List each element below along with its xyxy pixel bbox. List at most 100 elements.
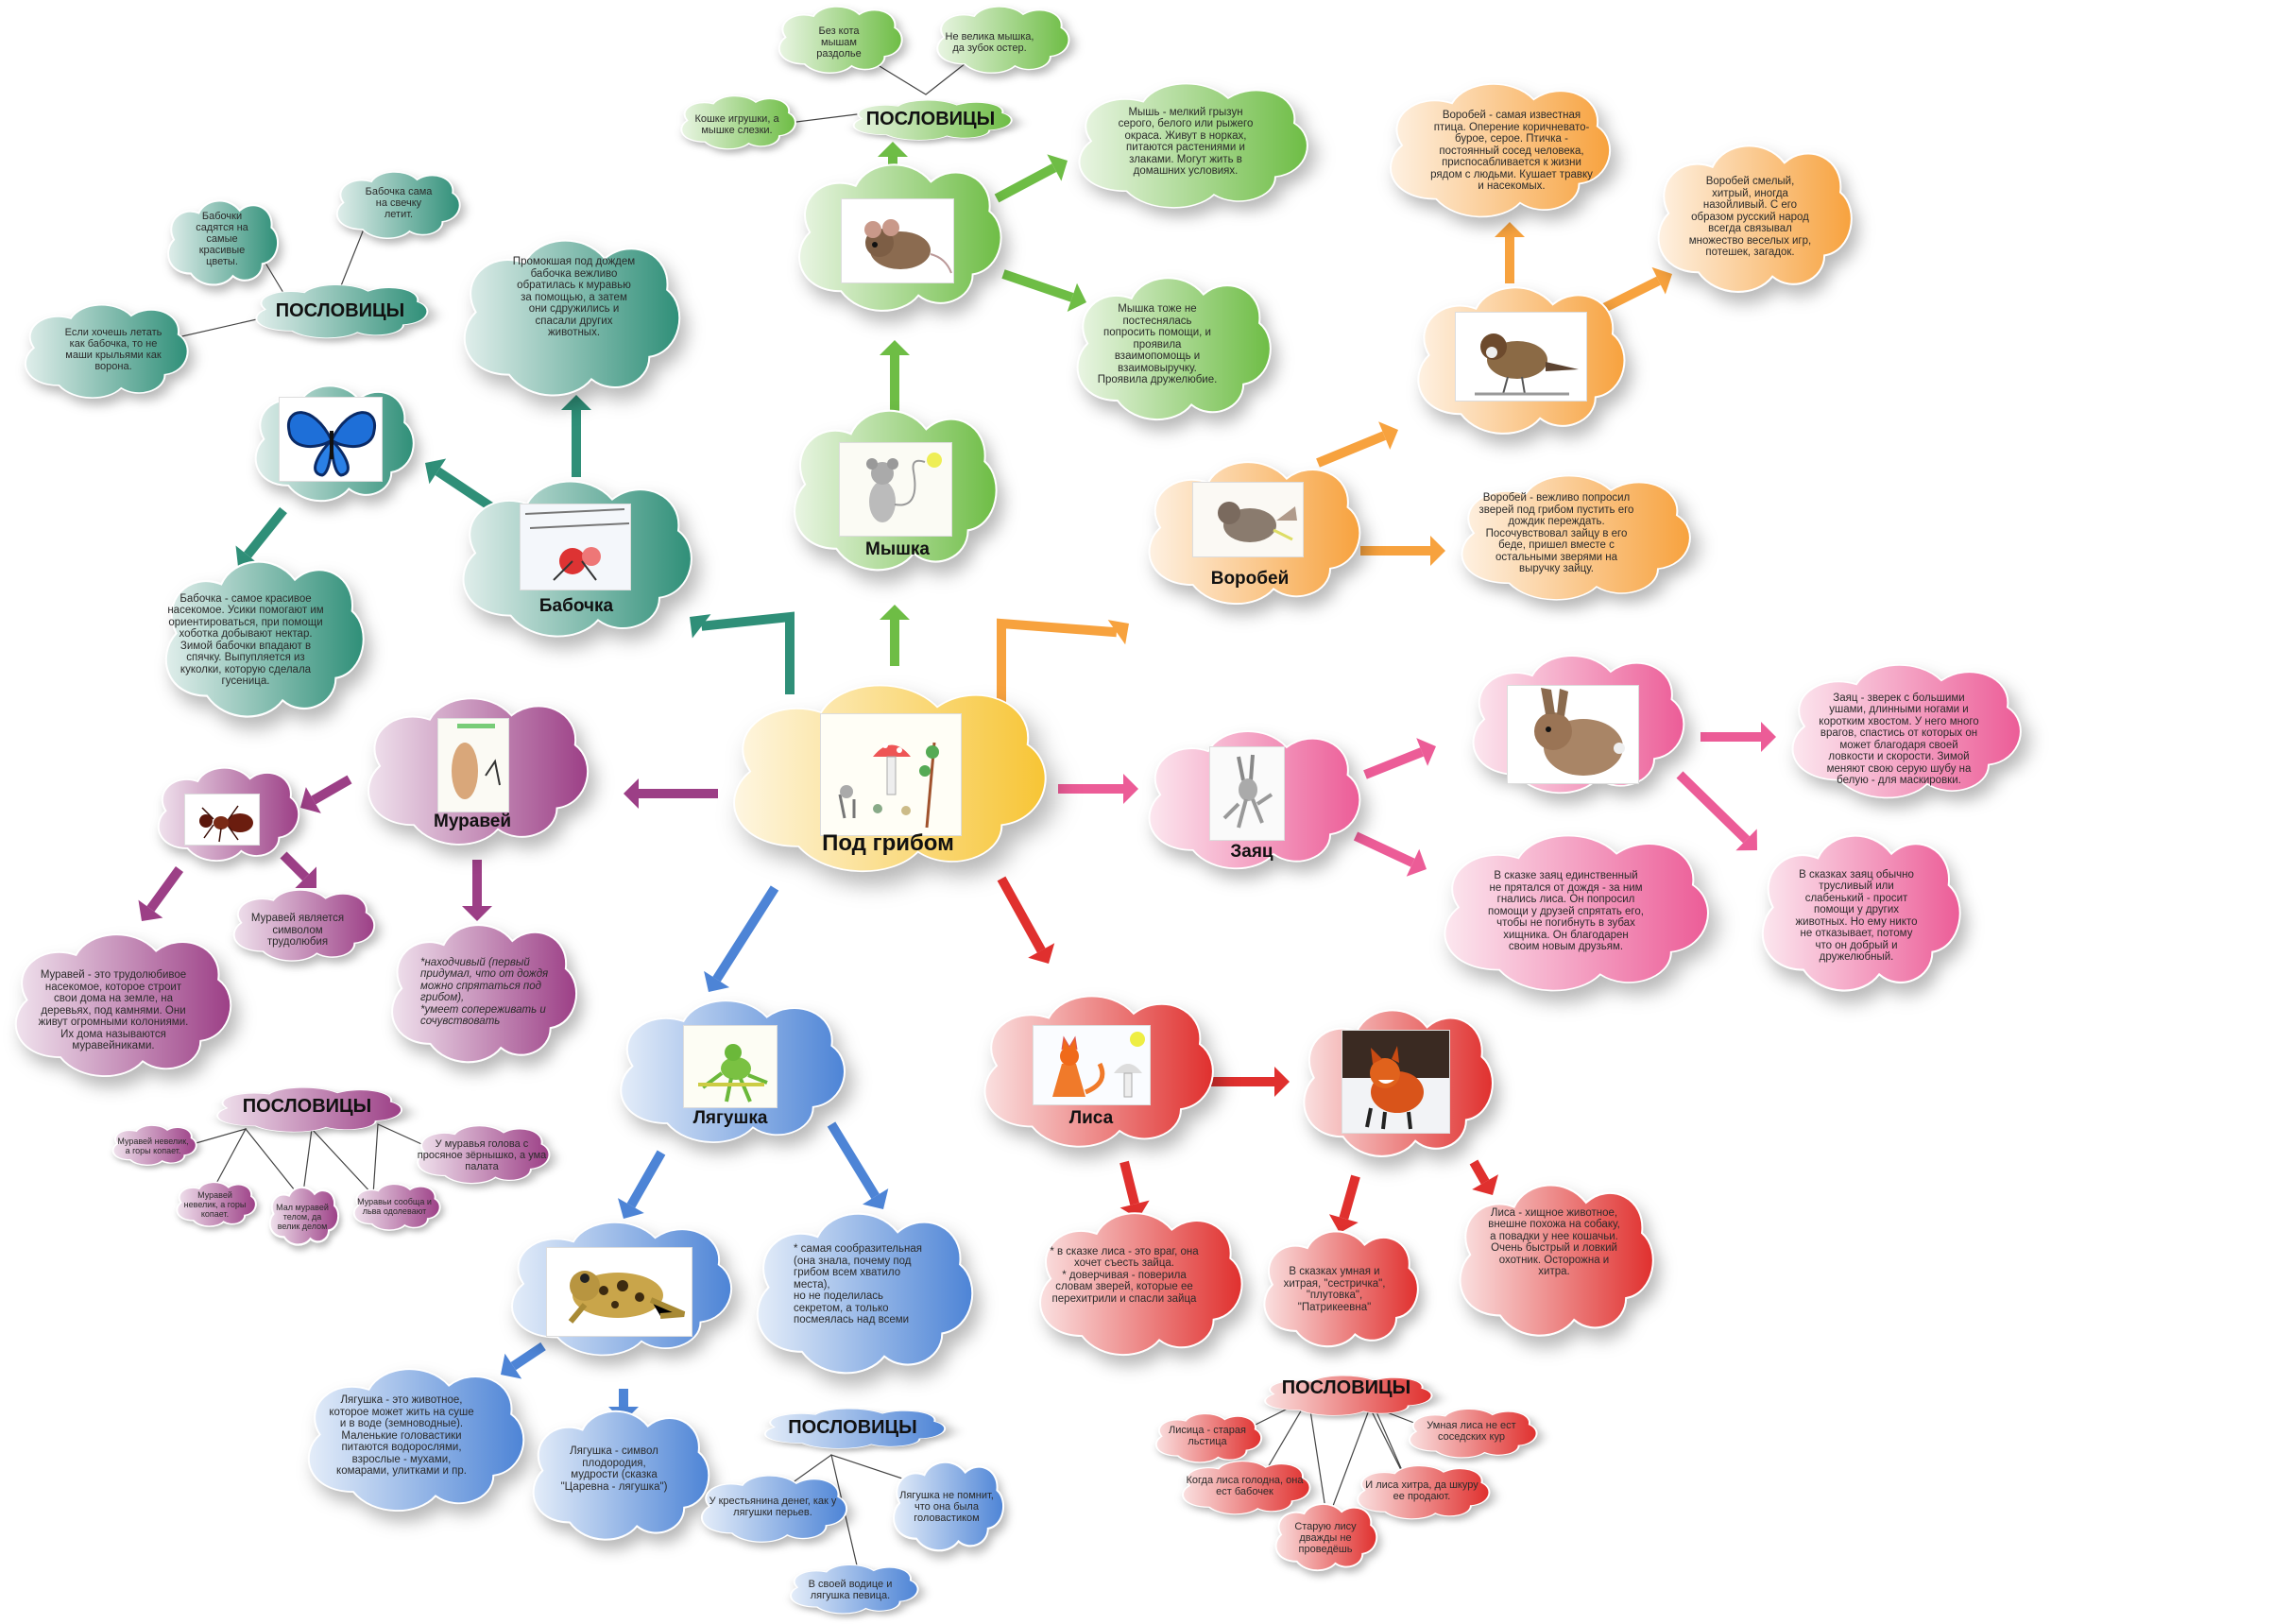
mouse-fact-1: Мышь - мелкий грызун серого, белого или …: [1118, 106, 1254, 178]
arrow-center-mouse: [880, 605, 910, 666]
butterfly-title[interactable]: Бабочка: [538, 596, 614, 617]
mouse-fact-2: Мышка тоже не постеснялась попросить пом…: [1097, 303, 1218, 386]
hare-drawing[interactable]: [1209, 746, 1285, 841]
butterfly-proverb-1: Бабочки садятся на самые красивые цветы.: [196, 210, 248, 267]
fox-proverb-2: Умная лиса не ест соседских кур: [1427, 1420, 1516, 1443]
arrow-mouse-fact2: [1001, 269, 1086, 312]
arrow-sparrow-photo: [1316, 421, 1398, 468]
sparrow-fact-2: Воробей смелый, хитрый, иногда назойливы…: [1688, 176, 1812, 259]
arrow-frog-down-right: [827, 1121, 889, 1209]
arrow-center-sparrow: [997, 618, 1129, 713]
ant-drawing[interactable]: [437, 718, 509, 812]
arrow-sparrow-fact3: [1360, 536, 1445, 566]
arrow-butterfly-fact: [235, 506, 287, 567]
sparrow-drawing[interactable]: [1192, 482, 1304, 557]
ant-fact-2: Муравей - это трудолюбивое насекомое, ко…: [38, 969, 189, 1052]
arrow-ant-fact3: [462, 860, 492, 921]
frog-fact-3: Лягушка - символ плодородия, мудрости (с…: [560, 1445, 668, 1493]
butterfly-proverbs-title[interactable]: ПОСЛОВИЦЫ: [275, 300, 405, 322]
frog-proverb-3: В своей водице и лягушка певица.: [808, 1579, 893, 1601]
arrow-mouse-fact1: [994, 154, 1068, 203]
arrow-sparrow-fact2: [1594, 266, 1672, 316]
frog-proverbs-title[interactable]: ПОСЛОВИЦЫ: [788, 1417, 917, 1439]
butterfly-proverb-3: Если хочешь летать как бабочка, то не ма…: [64, 327, 162, 372]
ant-fact-1: Муравей является символом трудолюбия: [250, 913, 345, 949]
hare-fact-2: В сказке заяц единственный не прятался о…: [1488, 870, 1644, 953]
sparrow-fact-3: Воробей - вежливо попросил зверей под гр…: [1478, 492, 1634, 575]
fox-fact-1: * в сказке лиса - это враг, она хочет съ…: [1050, 1245, 1199, 1305]
ant-drawing-icon: [438, 719, 508, 812]
butterfly-proverb-line-3: [164, 316, 270, 341]
ant-proverb-5: У муравья голова с просяное зёрнышко, а …: [417, 1138, 547, 1172]
arrow-fox-fact2: [1328, 1174, 1360, 1233]
arrow-frog-down-left: [618, 1150, 666, 1219]
arrow-butterfly-up: [561, 395, 591, 477]
fox-drawing[interactable]: [1033, 1025, 1151, 1105]
frog-drawing-icon: [684, 1026, 777, 1107]
butterfly-drawing[interactable]: [520, 504, 631, 590]
sparrow-fact-1: Воробей - самая известная птица. Оперени…: [1430, 110, 1593, 193]
arrow-center-butterfly: [690, 611, 795, 694]
ant-proverb-3: Мал муравей телом, да велик делом: [276, 1203, 329, 1231]
mouse-proverb-1: Без кота мышам раздолье: [816, 26, 862, 60]
fox-proverb-1: Лисица - старая льстица: [1169, 1425, 1246, 1447]
hare-fact-1: Заяц - зверек с большими ушами, длинными…: [1819, 692, 1979, 787]
hare-title[interactable]: Заяц: [1230, 842, 1273, 863]
butterfly-proverb-2: Бабочка сама на свечку летит.: [365, 186, 433, 220]
fox-proverb-4: И лиса хитра, да шкуру ее продают.: [1365, 1479, 1478, 1502]
mouse-photo[interactable]: [841, 198, 954, 283]
mouse-drawing-icon: [840, 443, 951, 536]
center-drawing[interactable]: [820, 713, 962, 836]
frog-fact-1: * самая сообразительная (она знала, поче…: [794, 1243, 922, 1326]
arrow-hare-fact1: [1700, 722, 1776, 752]
fox-fact-2: В сказках умная и хитрая, "сестричка", "…: [1283, 1266, 1386, 1313]
fox-proverb-5: Старую лису дважды не проведёшь: [1294, 1521, 1357, 1555]
mouse-proverb-2: Не велика мышка, да зубок остер.: [945, 31, 1034, 54]
mouse-proverbs-title[interactable]: ПОСЛОВИЦЫ: [865, 109, 996, 130]
arrow-ant-fact1: [280, 851, 316, 888]
mouse-proverb-line-2: [788, 112, 865, 124]
sparrow-drawing-icon: [1193, 483, 1303, 556]
frog-drawing[interactable]: [683, 1025, 778, 1108]
ant-photo-icon: [185, 795, 259, 845]
ant-fact-3: *находчивый (первый придумал, что от дож…: [420, 956, 549, 1028]
sparrow-title[interactable]: Воробей: [1210, 569, 1290, 590]
mouse-proverb-3: Кошке игрушки, а мышке слезки.: [694, 113, 779, 136]
fox-photo[interactable]: [1342, 1030, 1450, 1134]
ant-proverb-2: Муравей невелик, а горы копает.: [183, 1190, 247, 1219]
arrow-mouse-up: [880, 340, 910, 416]
arrow-hare-fact3: [1676, 771, 1757, 851]
fox-proverbs-title[interactable]: ПОСЛОВИЦЫ: [1281, 1377, 1411, 1399]
fox-title[interactable]: Лиса: [1068, 1108, 1114, 1129]
ant-title[interactable]: Муравей: [434, 812, 511, 832]
sparrow-photo[interactable]: [1455, 312, 1587, 402]
frog-photo[interactable]: [546, 1247, 692, 1337]
hare-photo[interactable]: [1507, 685, 1639, 784]
hare-drawing-icon: [1210, 747, 1284, 840]
fox-photo-icon: [1342, 1031, 1449, 1133]
frog-proverb-1: У крестьянина денег, как у лягушки перье…: [709, 1496, 837, 1518]
butterfly-photo-icon: [280, 398, 382, 481]
frog-title[interactable]: Лягушка: [692, 1108, 768, 1129]
butterfly-fact-2: Бабочка - самое красивое насекомое. Усик…: [167, 592, 324, 688]
arrow-hare-photo: [1363, 738, 1436, 779]
mouse-title[interactable]: Мышка: [865, 539, 930, 560]
hare-photo-icon: [1508, 686, 1638, 783]
arrow-fox-photo: [1209, 1067, 1290, 1097]
fox-drawing-icon: [1034, 1026, 1150, 1104]
arrow-ant-photo: [300, 775, 352, 813]
arrow-butterfly-photo: [425, 458, 499, 515]
butterfly-drawing-icon: [521, 504, 630, 590]
mouse-drawing[interactable]: [839, 442, 952, 537]
butterfly-photo[interactable]: [279, 397, 383, 482]
ant-proverbs-title[interactable]: ПОСЛОВИЦЫ: [242, 1096, 372, 1118]
frog-proverb-2: Лягушка не помнит, что она была головаст…: [899, 1490, 994, 1524]
frog-fact-2: Лягушка - это животное, которое может жи…: [329, 1394, 474, 1478]
center-drawing-icon: [821, 714, 961, 835]
center-title[interactable]: Под грибом: [822, 830, 954, 857]
ant-photo[interactable]: [184, 794, 260, 846]
arrow-fox-fact3: [1469, 1159, 1498, 1195]
fox-proverb-3: Когда лиса голодна, она ест бабочек: [1186, 1475, 1304, 1497]
arrow-center-fox: [997, 876, 1055, 964]
